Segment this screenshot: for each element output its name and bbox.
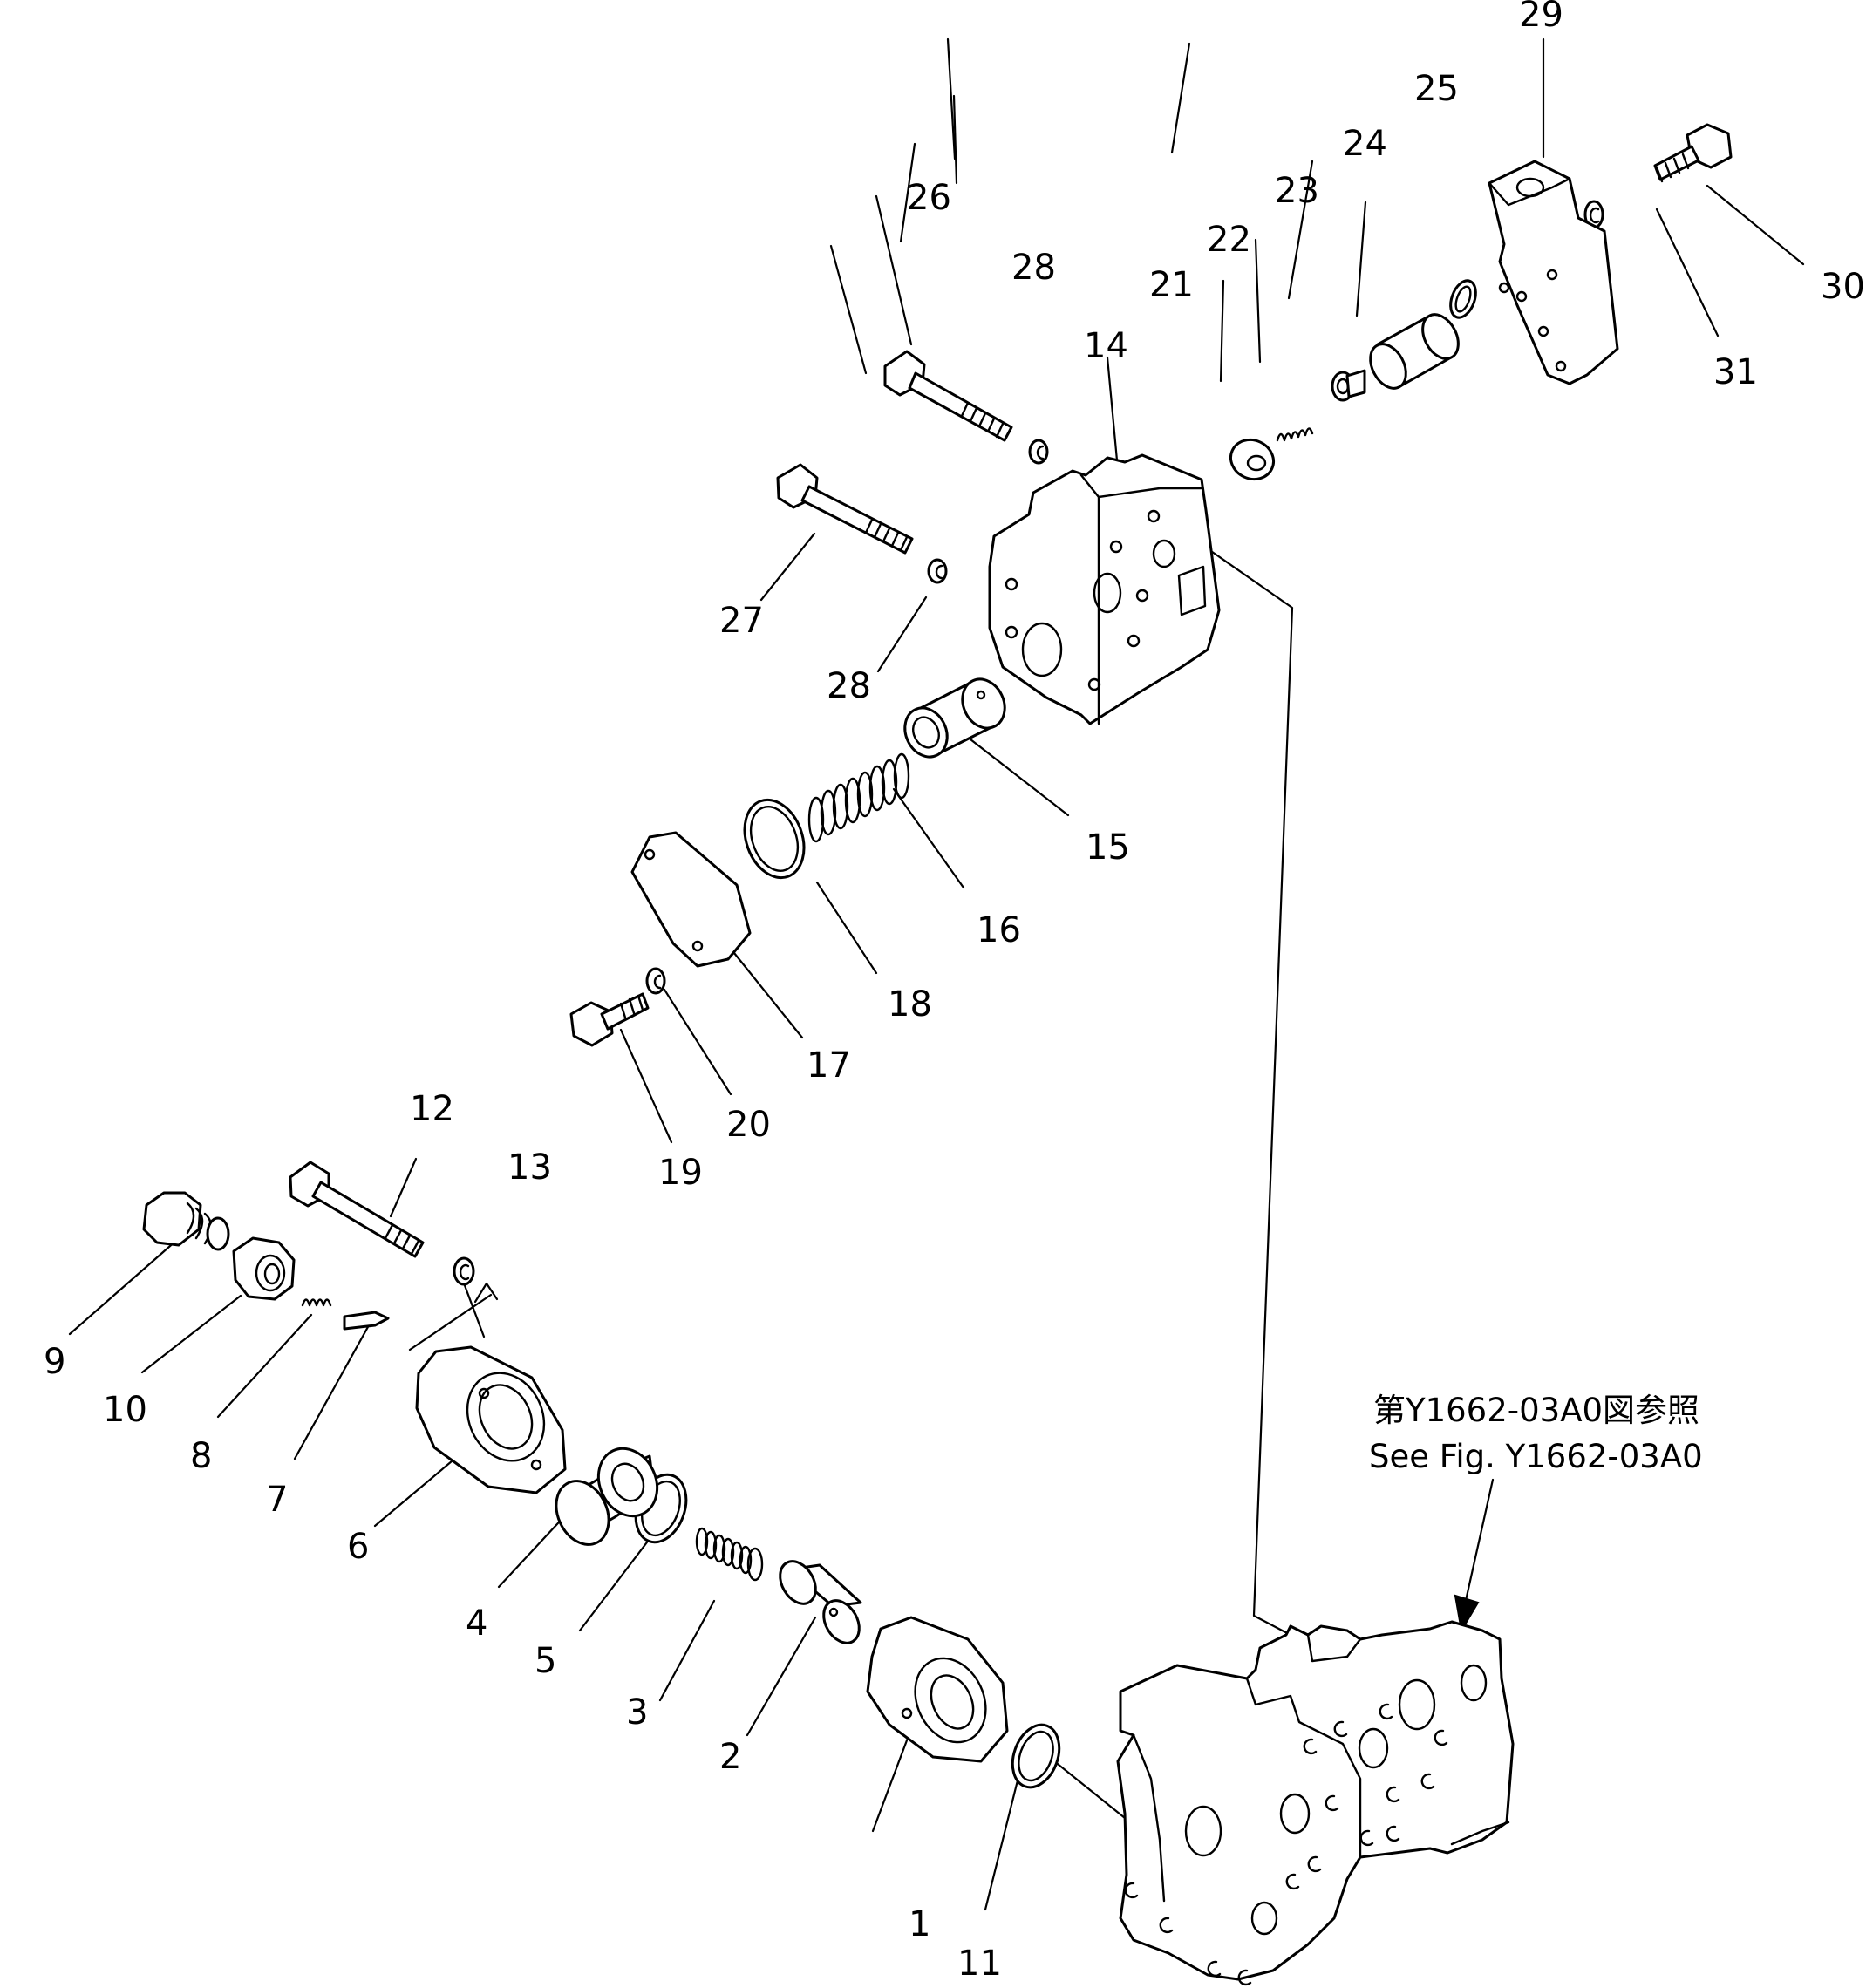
- housing-6: [415, 1345, 567, 1494]
- label-28-mid: 28: [827, 666, 871, 706]
- valve-block-14: [988, 453, 1221, 725]
- housing-1: [866, 1616, 1009, 1763]
- label-24: 24: [1343, 124, 1387, 164]
- bracket-29: [1488, 160, 1619, 385]
- reference-note-japanese: 第Y1662-03A0図参照: [1373, 1392, 1699, 1429]
- label-19: 19: [658, 1153, 703, 1193]
- label-25: 25: [1414, 69, 1459, 109]
- label-20: 20: [726, 1105, 771, 1145]
- label-18: 18: [888, 984, 932, 1025]
- bolt-19: [569, 992, 650, 1047]
- cover-17: [630, 831, 752, 968]
- label-2: 2: [719, 1737, 741, 1777]
- label-1: 1: [909, 1904, 930, 1944]
- label-8: 8: [190, 1436, 212, 1476]
- bolt-26: [883, 350, 1013, 442]
- label-23: 23: [1275, 171, 1319, 211]
- label-14: 14: [1084, 326, 1128, 366]
- label-4: 4: [466, 1603, 487, 1644]
- label-6: 6: [347, 1527, 369, 1567]
- label-21: 21: [1149, 265, 1194, 305]
- bolt-12: [289, 1161, 425, 1258]
- label-11: 11: [957, 1944, 1002, 1984]
- label-9: 9: [44, 1342, 65, 1382]
- reference-note: 第Y1662-03A0図参照 See Fig. Y1662-03A0: [1369, 1392, 1703, 1475]
- main-valve-housing: [1116, 1620, 1515, 1986]
- label-12: 12: [410, 1089, 454, 1129]
- label-16: 16: [977, 910, 1021, 950]
- reference-note-english: See Fig. Y1662-03A0: [1369, 1438, 1703, 1475]
- label-5: 5: [535, 1641, 556, 1681]
- bolt-27: [776, 463, 914, 555]
- label-3: 3: [626, 1692, 648, 1733]
- label-28-top: 28: [1011, 248, 1056, 288]
- label-29: 29: [1519, 0, 1563, 35]
- label-27: 27: [719, 601, 764, 641]
- label-17: 17: [807, 1045, 851, 1086]
- leader-lines: [68, 37, 1805, 1911]
- label-26: 26: [907, 178, 951, 218]
- label-13: 13: [507, 1147, 552, 1188]
- label-31: 31: [1713, 352, 1758, 392]
- label-30: 30: [1821, 267, 1865, 307]
- part-number-labels: 1 2 3 4 5 6 7 8 9 10 11 12 13 14 15 16 1…: [44, 0, 1865, 1984]
- label-22: 22: [1207, 220, 1251, 260]
- small-parts: [142, 313, 1460, 1644]
- label-15: 15: [1086, 827, 1130, 868]
- label-7: 7: [266, 1480, 288, 1520]
- springs: [301, 427, 1314, 1582]
- label-10: 10: [103, 1390, 147, 1430]
- bolt-30: [1653, 123, 1733, 183]
